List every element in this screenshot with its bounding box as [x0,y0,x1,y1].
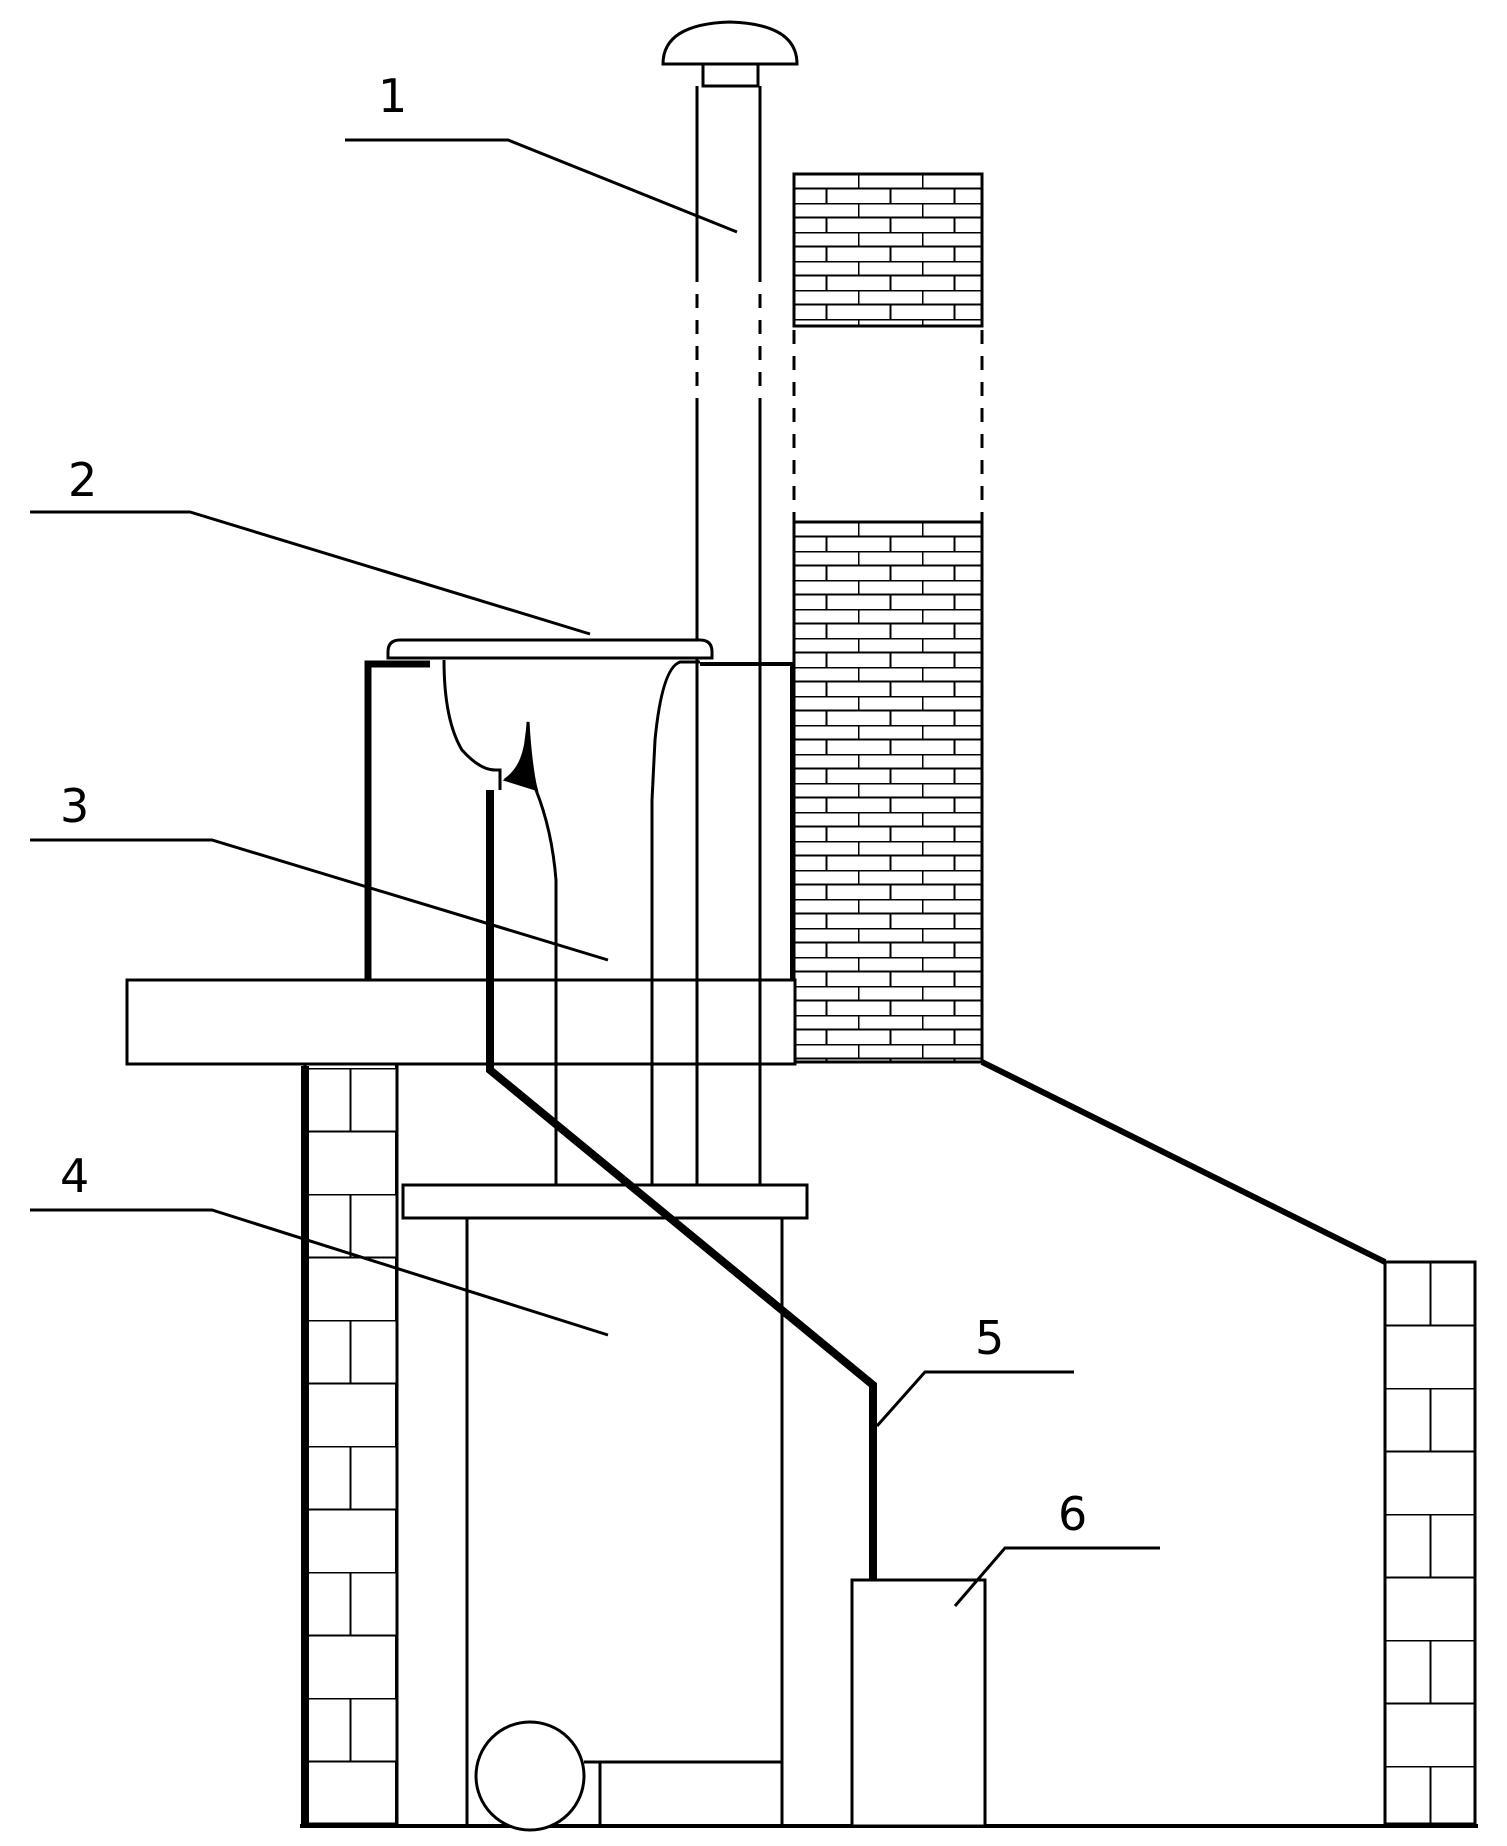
reference-labels: 1 2 3 4 5 6 [60,69,1087,1541]
roof-slope [980,1059,1387,1265]
brick-wall-lower [792,520,984,1064]
label-1: 1 [378,69,407,123]
vent-pipe [661,20,799,1185]
pit-wall-left [303,1062,399,1826]
leader-lines [30,138,1160,1607]
drain-pipe [486,790,877,1580]
bowl-rim-thick [502,721,539,792]
brick-wall-break [792,330,984,522]
toilet-seat [386,638,714,660]
label-2: 2 [68,453,97,507]
brick-wall-upper [792,172,984,328]
label-5: 5 [975,1311,1004,1365]
floor-slab [125,978,797,1066]
label-6: 6 [1058,1487,1087,1541]
pit-tank [401,1183,809,1832]
toilet-bowl [382,659,795,1185]
label-4: 4 [60,1149,89,1203]
pit-wall-right [1383,1260,1477,1826]
cubicle-walls [364,660,794,980]
collection-box [850,1578,987,1828]
label-3: 3 [60,779,89,833]
